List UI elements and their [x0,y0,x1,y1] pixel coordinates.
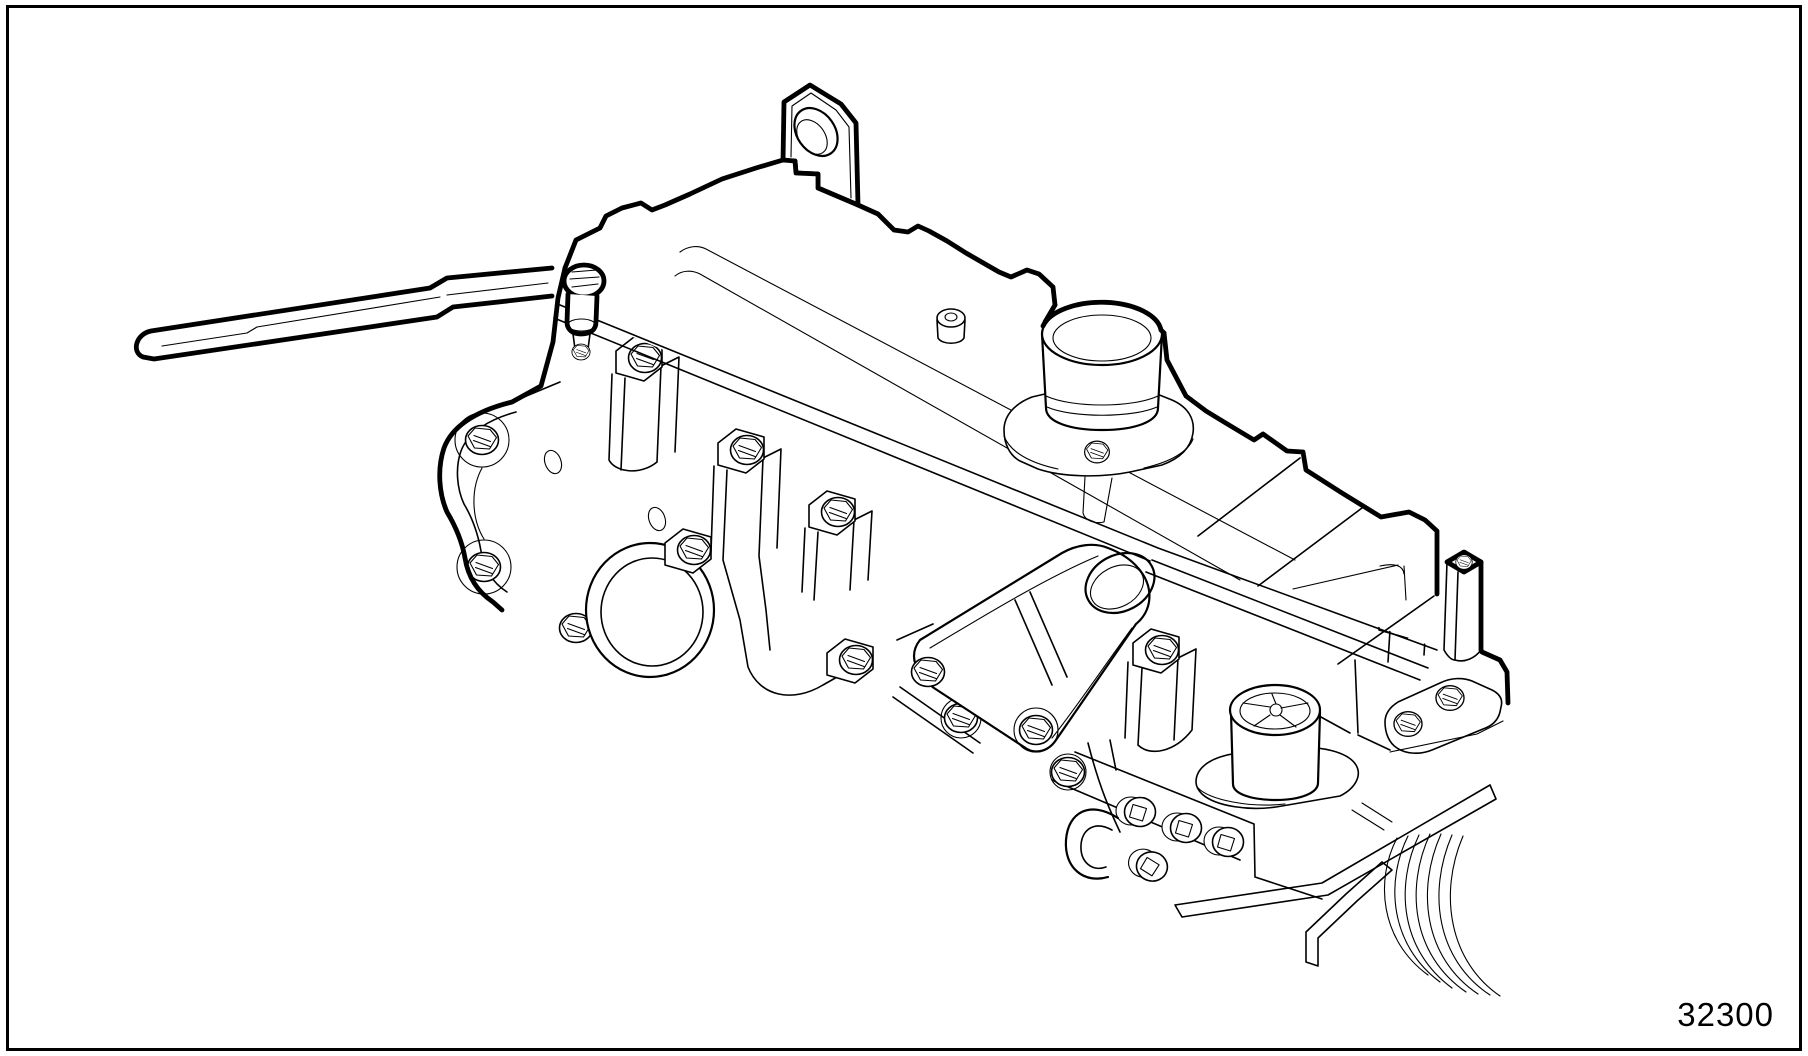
retaining-hook [1064,739,1121,880]
cable-bundle [1351,802,1501,997]
support-plate [1384,677,1504,754]
breather-cap [1195,683,1360,810]
valve-cover [437,157,1440,665]
angle-bracket [1305,861,1393,967]
figure-border [6,5,1802,1051]
figure-number: 32300 [1677,996,1774,1033]
oil-filler-cap [1003,299,1195,524]
coolant-port [584,541,716,679]
mounting-bracket [910,543,1156,753]
socket-plugs [1115,796,1245,886]
intake-runner [608,356,1197,753]
engine-block-lower [940,697,1501,997]
stud-post [1443,549,1511,706]
support-bar [1174,784,1497,918]
ratchet-wrench [133,262,607,362]
cover-nub [936,308,966,345]
